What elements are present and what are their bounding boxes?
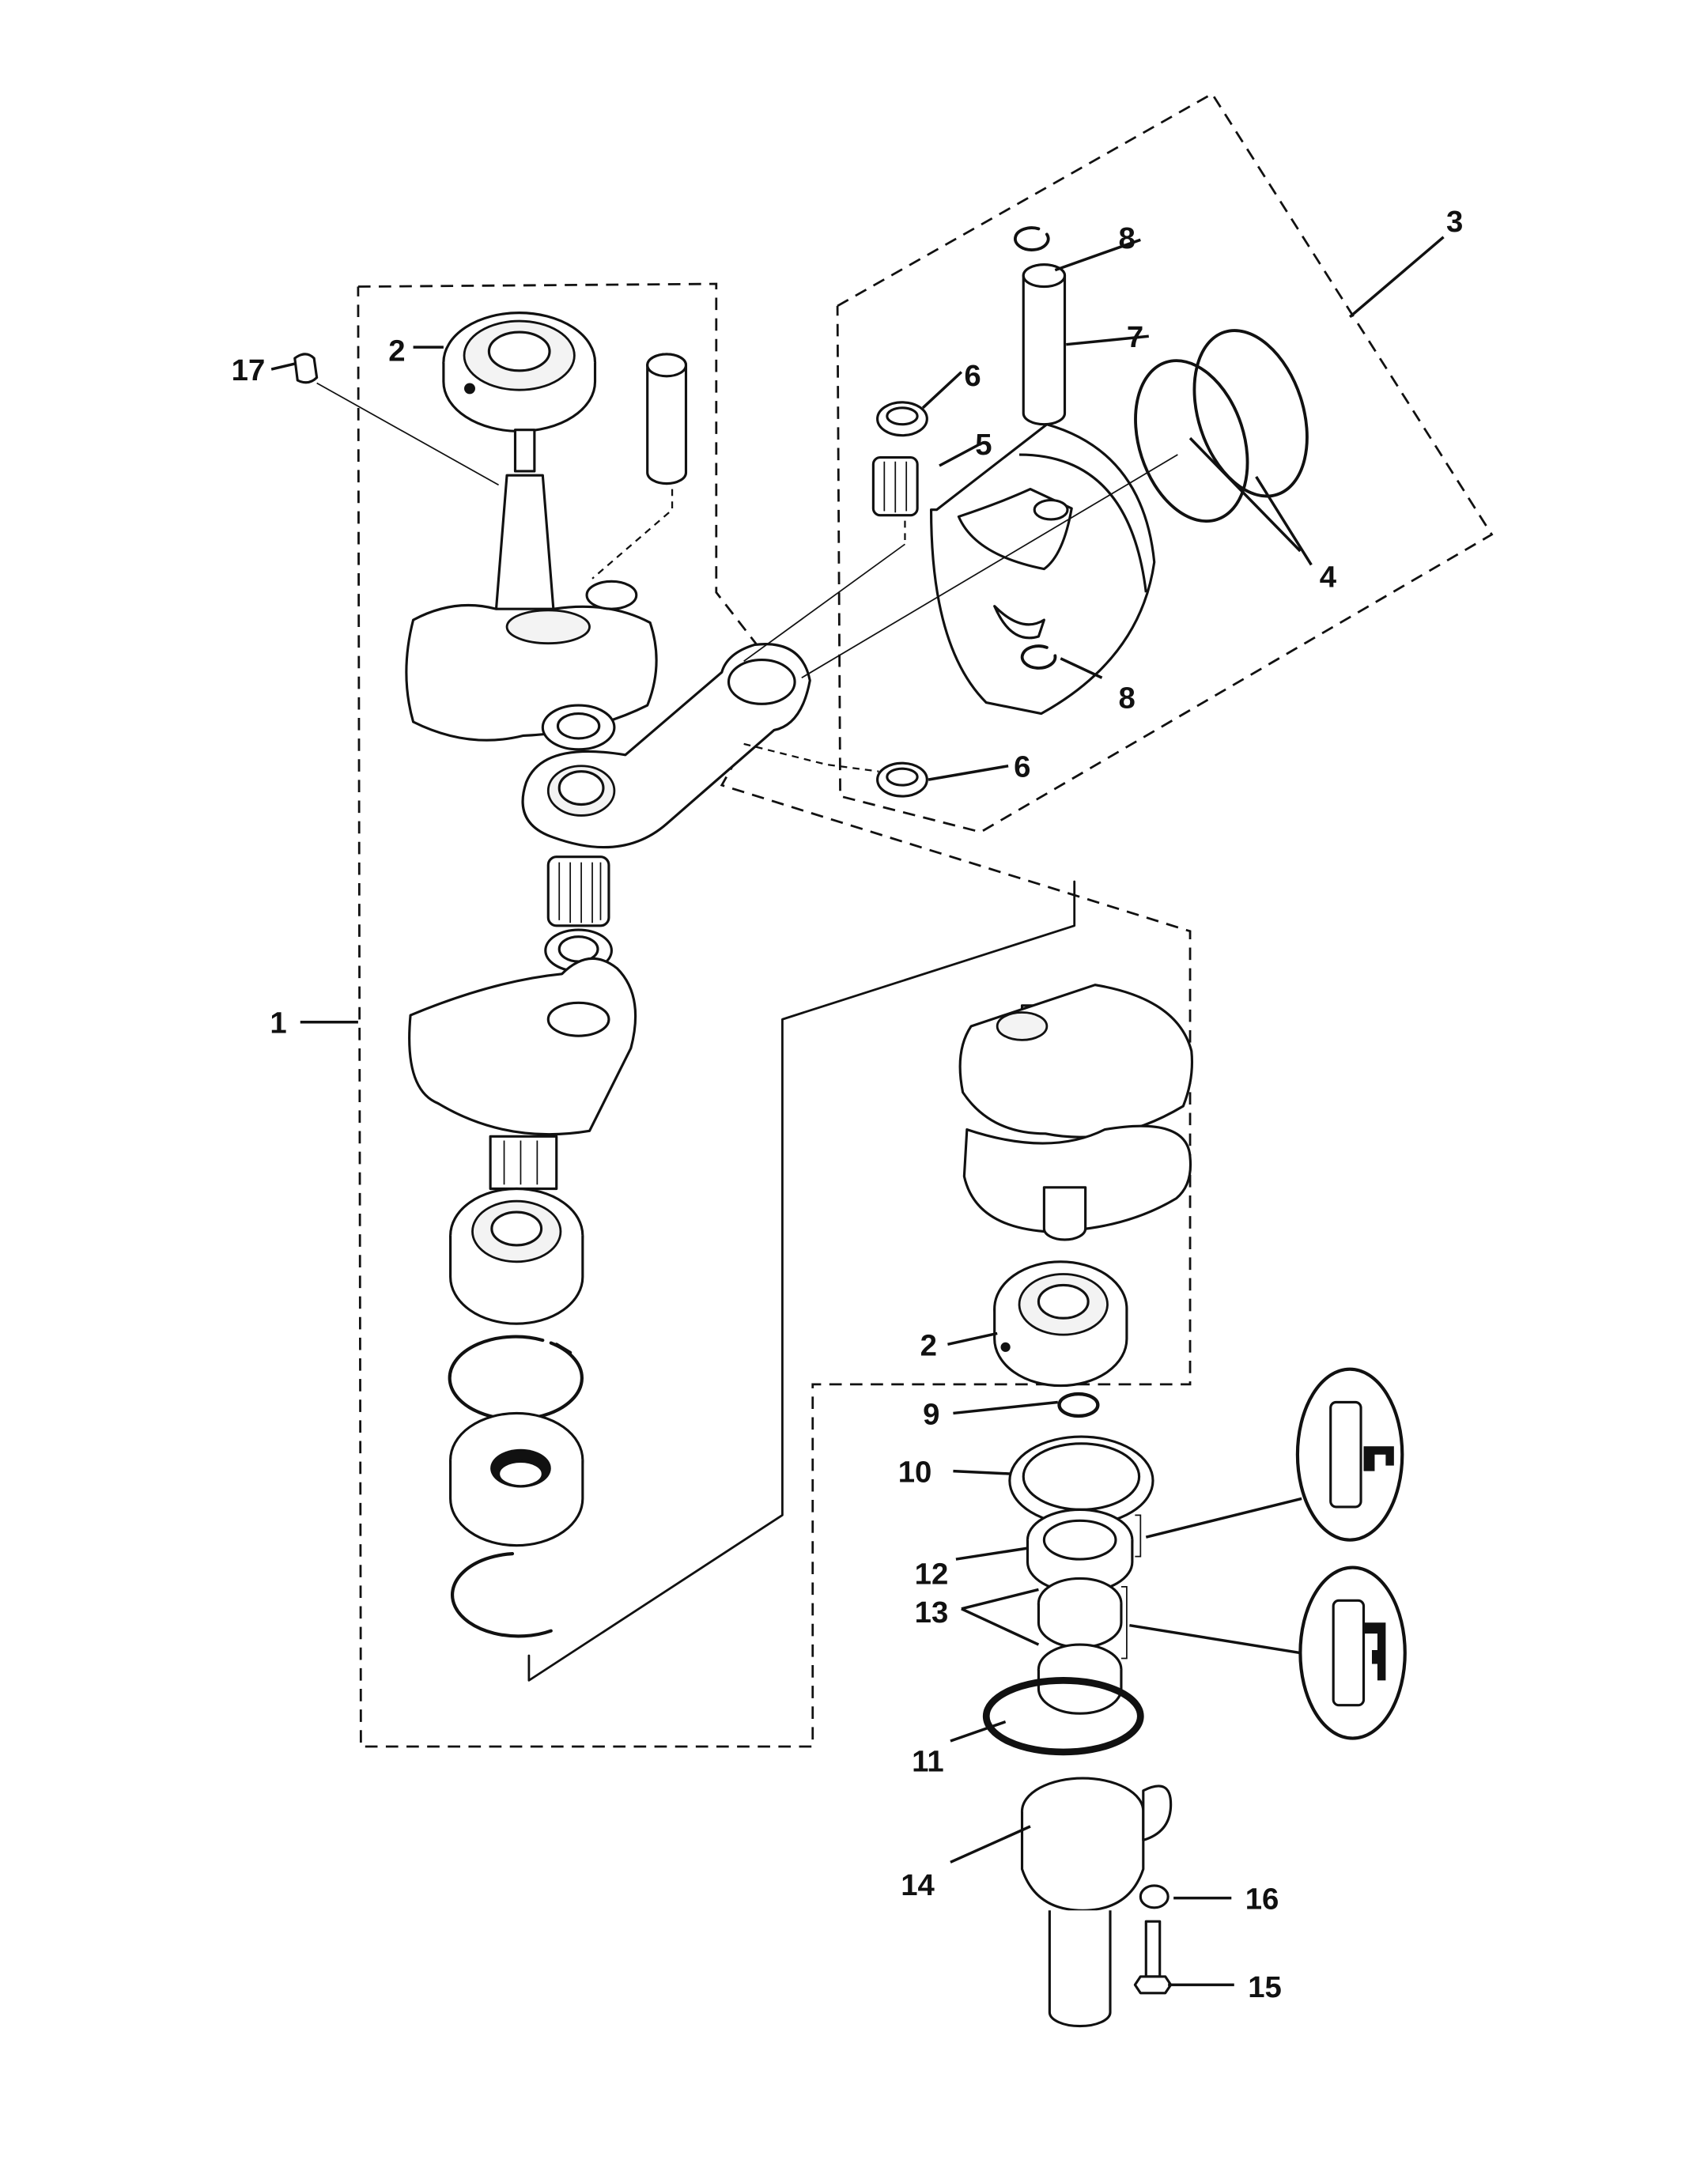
upper-thrust-washer: [541, 704, 616, 751]
lower-oil-seal: [449, 1411, 584, 1547]
piston-rings: [1134, 329, 1309, 523]
small-o-ring: [1057, 1392, 1100, 1418]
lower-pin-washer: [876, 761, 928, 798]
oil-seals-13: [1037, 1577, 1123, 1715]
lower-ball-bearing: [449, 1187, 584, 1325]
lower-crank-web: [408, 957, 637, 1136]
callout-14: 14: [901, 1868, 935, 1902]
inset-seal-single: [1135, 1367, 1404, 1558]
retaining-ring-upper: [448, 1335, 584, 1422]
screw: [1133, 1920, 1173, 1995]
inset-seal-double: [1120, 1565, 1407, 1740]
callout-11: 11: [912, 1744, 944, 1778]
callout-17: 17: [232, 353, 266, 387]
crankpin: [646, 353, 688, 485]
callout-8-upper: 8: [1118, 221, 1135, 255]
callout-10: 10: [898, 1456, 932, 1490]
lower-spline-shaft: [489, 1135, 558, 1191]
callout-12: 12: [915, 1557, 949, 1591]
piston: [929, 423, 1156, 716]
lower-crank-right: [962, 1124, 1192, 1241]
callout-6-lower: 6: [1014, 750, 1030, 784]
callout-6-upper: 6: [964, 359, 981, 393]
upper-lock-ring: [1014, 226, 1050, 251]
callout-8-lower: 8: [1118, 682, 1135, 716]
flat-washer: [1008, 1435, 1154, 1527]
callout-2-lower: 2: [920, 1328, 937, 1362]
callout-3: 3: [1446, 205, 1463, 239]
right-ball-bearing: [993, 1260, 1128, 1388]
upper-ball-bearing: [442, 312, 597, 432]
retaining-ring-lower: [451, 1552, 553, 1638]
piston-assembly-boundary: [836, 92, 1494, 833]
crankshaft-assembly-boundary: [357, 282, 1192, 1748]
callout-5: 5: [975, 428, 992, 462]
lower-lock-ring: [1020, 644, 1057, 670]
woodruff-key: [293, 353, 319, 384]
callout-2-upper: 2: [388, 334, 405, 368]
pin-needle-bearing: [871, 455, 919, 517]
oil-seal-12: [1026, 1508, 1134, 1594]
callout-16: 16: [1245, 1883, 1279, 1917]
connecting-rod: [521, 643, 811, 849]
callout-9: 9: [923, 1397, 939, 1431]
callout-7: 7: [1127, 320, 1143, 354]
callout-15: 15: [1248, 1970, 1282, 2004]
large-o-ring: [982, 1677, 1144, 1756]
upper-pin-washer: [876, 401, 928, 437]
bearing-carrier: [1020, 1777, 1173, 2028]
callout-13: 13: [915, 1596, 949, 1630]
piston-pin: [1022, 263, 1067, 426]
lower-needle-bearing: [546, 855, 610, 927]
callout-1: 1: [270, 1006, 286, 1040]
upper-crankshaft: [405, 429, 658, 742]
callout-4: 4: [1320, 560, 1337, 594]
small-washer: [1139, 1884, 1170, 1909]
upper-crank-right: [958, 984, 1194, 1139]
